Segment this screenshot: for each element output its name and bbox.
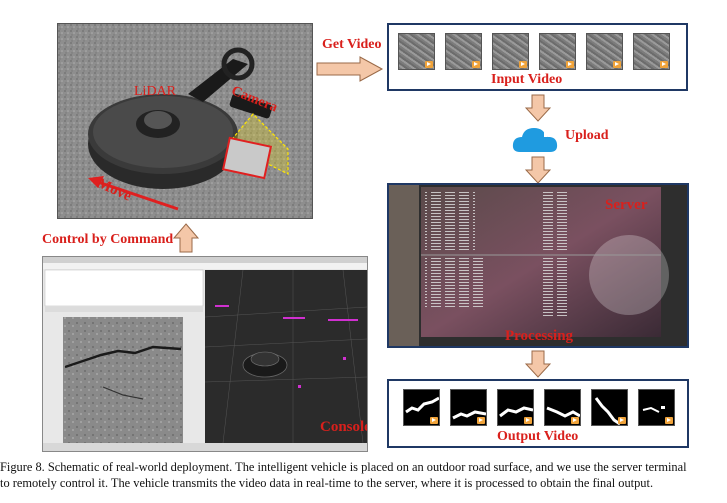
input-thumbnail	[586, 33, 623, 70]
play-icon	[566, 61, 574, 68]
output-thumbnail	[544, 389, 581, 426]
play-icon	[477, 417, 485, 424]
input-thumbnail	[398, 33, 435, 70]
console-panel: Console	[42, 256, 368, 452]
play-icon	[618, 417, 626, 424]
output-thumbnail	[403, 389, 440, 426]
input-video-label: Input Video	[491, 72, 562, 88]
output-thumbnail	[638, 389, 675, 426]
down-arrow-to-cloud	[525, 94, 551, 122]
control-by-command-label: Control by Command	[42, 232, 173, 248]
robot-photo-panel: LiDAR Camera Move	[57, 23, 313, 219]
play-icon	[472, 61, 480, 68]
server-label: Server	[605, 197, 647, 214]
play-icon	[524, 417, 532, 424]
up-arrow-control	[173, 223, 199, 253]
input-thumbnail	[445, 33, 482, 70]
upload-label: Upload	[565, 128, 609, 144]
play-icon	[665, 417, 673, 424]
cloud-upload-icon	[510, 122, 562, 156]
caption-line-2: to remotely control it. The vehicle tran…	[0, 476, 727, 492]
console-label: Console	[320, 419, 368, 436]
figure-caption: Figure 8. Schematic of real-world deploy…	[0, 460, 727, 491]
get-video-label: Get Video	[322, 37, 382, 53]
play-icon	[519, 61, 527, 68]
play-icon	[660, 61, 668, 68]
down-arrow-to-server	[525, 156, 551, 184]
play-icon	[571, 417, 579, 424]
lidar-label: LiDAR	[134, 84, 176, 100]
output-thumbnail	[450, 389, 487, 426]
input-thumbnail	[633, 33, 670, 70]
play-icon	[613, 61, 621, 68]
input-thumbnail	[492, 33, 529, 70]
play-icon	[425, 61, 433, 68]
play-icon	[430, 417, 438, 424]
server-panel: Server Processing	[387, 183, 689, 348]
output-thumbnail	[591, 389, 628, 426]
output-video-label: Output Video	[497, 429, 578, 445]
output-thumbnail	[497, 389, 534, 426]
caption-line-1: Figure 8. Schematic of real-world deploy…	[0, 460, 727, 476]
processing-label: Processing	[505, 328, 573, 345]
get-video-arrow	[316, 56, 384, 82]
output-video-panel: Output Video	[387, 379, 689, 448]
input-video-panel: Input Video	[387, 23, 688, 91]
input-thumbnail	[539, 33, 576, 70]
down-arrow-to-output	[525, 350, 551, 378]
